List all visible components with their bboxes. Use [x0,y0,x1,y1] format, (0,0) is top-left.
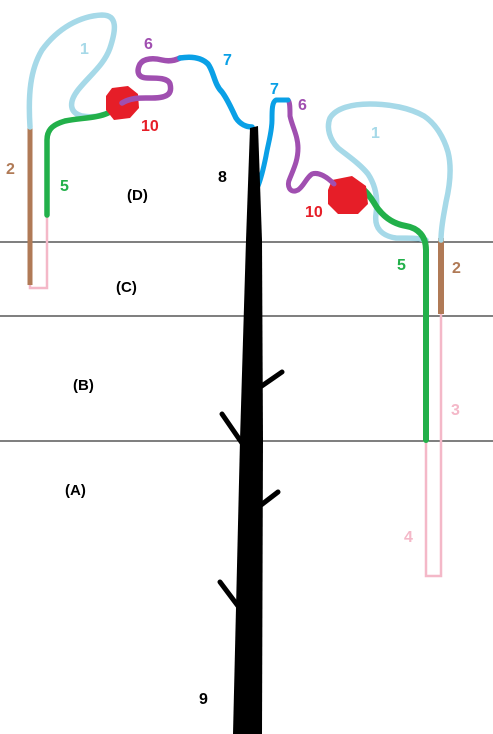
left-segment-3-descending-thin-limb [28,205,49,290]
left-label-5: 5 [60,178,69,195]
zone-label-c: (C) [116,279,137,296]
right-label-5: 5 [397,257,406,274]
right-label-6: 6 [298,97,307,114]
right-segment-3-4-thin-limb-loop [424,300,443,578]
right-label-1: 1 [371,125,380,142]
collecting-duct-trunk [233,126,263,734]
left-nephron [26,12,255,290]
center-label-9: 9 [199,691,208,708]
left-label-10: 10 [141,118,159,135]
right-segment-6-distal-convoluted [285,97,337,194]
right-label-7: 7 [270,81,279,98]
zone-label-a: (A) [65,482,86,499]
collecting-duct-branch-1 [253,369,285,393]
left-label-6: 6 [144,36,153,53]
zone-label-d: (D) [127,187,148,204]
collecting-duct-branch-2 [219,411,247,449]
right-segment-1-proximal-convoluted [325,101,453,243]
collecting-duct-branch-3 [249,489,281,515]
right-label-4: 4 [404,529,413,546]
zone-label-b: (B) [73,377,94,394]
right-nephron [255,97,453,578]
right-label-2: 2 [452,260,461,277]
right-segment-5-thick-ascending-limb [353,181,429,443]
right-segment-7-connecting-tubule [255,97,291,189]
right-segment-10-macula-densa [328,176,368,214]
right-label-10: 10 [305,204,323,221]
center-label-8: 8 [218,169,227,186]
left-segment-1-proximal-convoluted [26,12,118,130]
right-label-3: 3 [451,402,460,419]
collecting-duct [217,126,285,734]
left-label-1: 1 [80,41,89,58]
left-label-2: 2 [6,161,15,178]
collecting-duct-branch-4 [217,579,241,609]
left-segment-7-connecting-tubule [177,54,255,130]
left-segment-6-distal-convoluted [119,55,183,106]
left-label-7: 7 [223,52,232,69]
left-segment-5-thick-ascending-limb [44,100,125,218]
